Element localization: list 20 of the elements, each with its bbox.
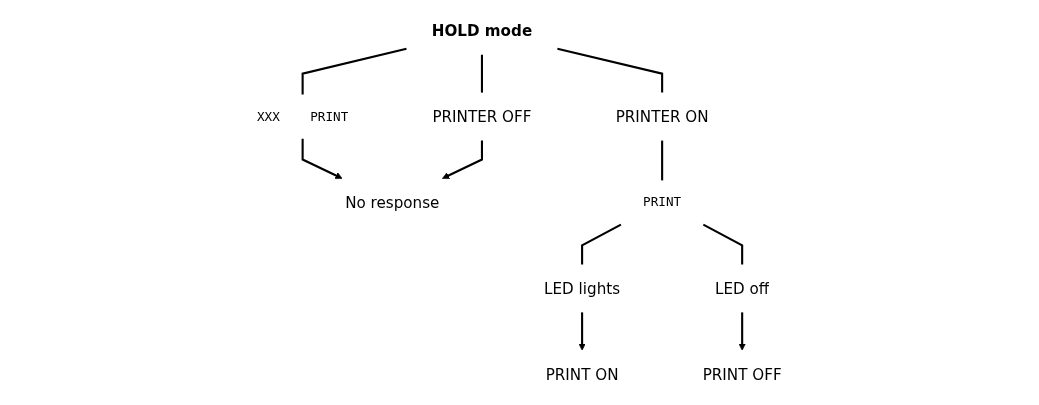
connector <box>301 47 407 95</box>
connector <box>557 47 664 93</box>
connector <box>481 54 484 93</box>
arrow <box>738 312 747 351</box>
arrow <box>442 140 484 179</box>
node-text: XXX PRINT <box>257 108 349 124</box>
connector <box>703 223 744 265</box>
node-text: HOLD mode <box>431 21 533 40</box>
node-text: PRINT OFF <box>702 365 782 384</box>
arrow <box>301 138 343 179</box>
node-text: PRINT ON <box>545 365 619 384</box>
node-text: PRINTER OFF <box>432 107 532 126</box>
node-text: LED lights <box>544 279 621 298</box>
node-text: PRINT <box>643 194 682 210</box>
node-text: No response <box>345 193 440 212</box>
node-text: LED off <box>715 279 770 298</box>
connector <box>581 223 622 265</box>
connector <box>661 140 664 181</box>
node-text: PRINTER ON <box>615 107 709 126</box>
arrow <box>578 312 586 351</box>
